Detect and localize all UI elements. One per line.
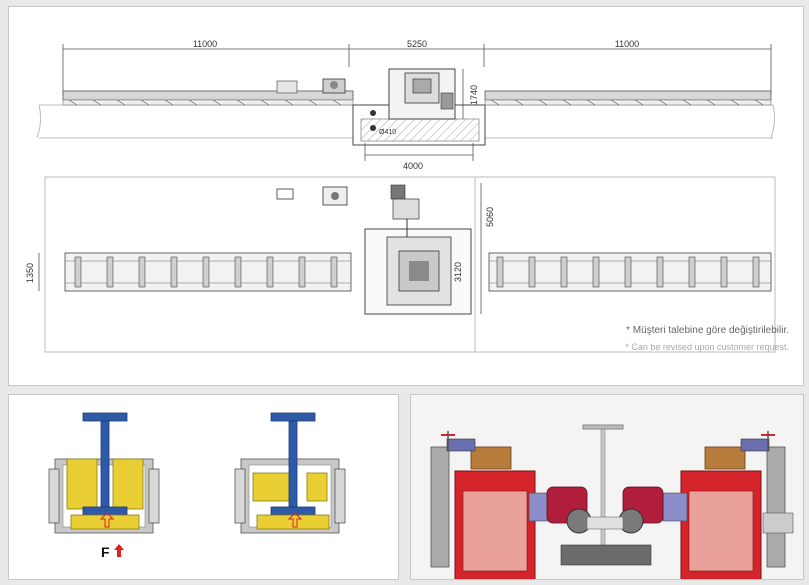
clamp-jaw-right-closed [306,472,328,502]
break-line-left [36,104,42,139]
right-roller-table-elevation [484,90,772,106]
i-beam-bottom-flange [82,506,128,516]
left-machine-unit [430,431,554,579]
dim-center: 5250 [407,39,427,49]
note-english: * Can be revised upon customer request. [625,342,789,352]
break-line-right [770,104,776,139]
dim-table-width: 1350 [25,263,35,283]
top-dimension-lines [62,44,772,95]
note-turkish: * Müşteri talebine göre değiştirilebilir… [626,325,789,336]
i-beam-web [100,420,110,508]
beam-web [600,428,606,550]
plan-boundary-right [474,176,776,353]
machine-render [411,395,803,579]
clamp-jaw-left [66,458,98,510]
left-roller-table-elevation [62,78,354,106]
dim-plan-depth: 5060 [485,207,495,227]
clamp-jaw-left-closed [252,472,294,502]
dim-pit-width: 4000 [403,161,423,171]
i-beam-top-flange [82,412,128,422]
layout-drawing: 11000 5250 11000 Ø410 1740 4000 [25,39,776,353]
control-cabinet [276,188,294,200]
left-roller-table-plan [64,252,352,292]
right-roller-table-plan [488,252,772,292]
dim-roller-dia: Ø410 [379,129,396,136]
clamping-diagram: F [48,412,346,560]
clamp-diagram-right [234,412,346,534]
machine-plan [364,184,472,315]
machine-render-panel [410,394,804,580]
clamp-jaw-right [112,458,144,510]
dim-right-table: 11000 [615,39,639,49]
center-machine-elevation [352,68,486,146]
dim-left-table: 11000 [193,39,217,49]
arrow-up-icon [99,512,115,528]
arrow-up-icon-2 [287,512,303,528]
clamp-diagram-left: F [48,412,160,560]
layout-drawing-panel: 11000 5250 11000 Ø410 1740 4000 [8,6,804,386]
center-rollers [546,486,664,566]
dim-machine-plan-width: 3120 [453,262,463,282]
clamping-diagram-panel: F [8,394,399,580]
dim-machine-height: 1740 [469,85,479,105]
force-arrow-icon [114,544,124,557]
right-machine-unit [662,431,794,579]
force-label: F [101,544,110,560]
